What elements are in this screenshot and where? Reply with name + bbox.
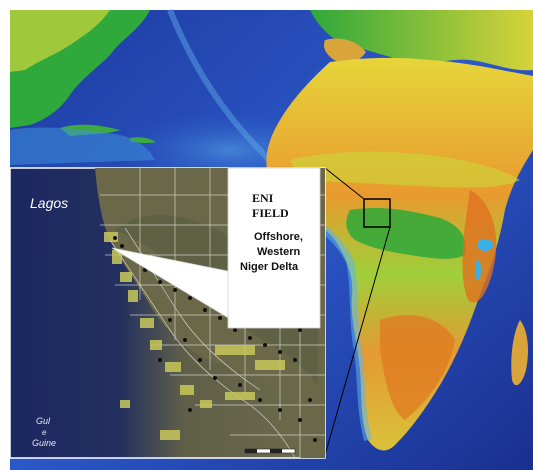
lake-victoria bbox=[477, 239, 493, 251]
city-label-lagos: Lagos bbox=[30, 195, 68, 211]
callout-subtitle-line-3: Niger Delta bbox=[240, 261, 299, 273]
africa-rainforest bbox=[346, 207, 467, 259]
north-america-highland bbox=[10, 10, 110, 72]
locator-box bbox=[363, 198, 391, 228]
scale-bar bbox=[244, 448, 296, 454]
gulf-label-line-3: Guine bbox=[32, 438, 56, 448]
connector-line-bottom bbox=[324, 226, 391, 456]
callout-title-line-1: ENI bbox=[252, 191, 274, 205]
gulf-label-line-1: Gul bbox=[36, 416, 51, 426]
callout-subtitle-line-1: Offshore, bbox=[254, 231, 303, 243]
caribbean-shelf bbox=[10, 127, 155, 165]
madagascar bbox=[511, 320, 528, 386]
oil-field-areas bbox=[104, 232, 285, 440]
callout-title-line-2: FIELD bbox=[252, 206, 289, 220]
southern-africa-plateau bbox=[380, 315, 455, 420]
europe-land bbox=[310, 10, 533, 71]
africa-sahel bbox=[290, 151, 520, 188]
lake-tanganyika bbox=[475, 260, 481, 280]
callout-subtitle-line-2: Western bbox=[257, 246, 300, 258]
gulf-label-line-2: e bbox=[42, 428, 47, 437]
caribbean-islands bbox=[60, 124, 156, 144]
african-shelf bbox=[297, 208, 372, 442]
connector-line-top bbox=[324, 167, 365, 200]
callout-box bbox=[227, 167, 321, 329]
iberia bbox=[324, 38, 366, 63]
